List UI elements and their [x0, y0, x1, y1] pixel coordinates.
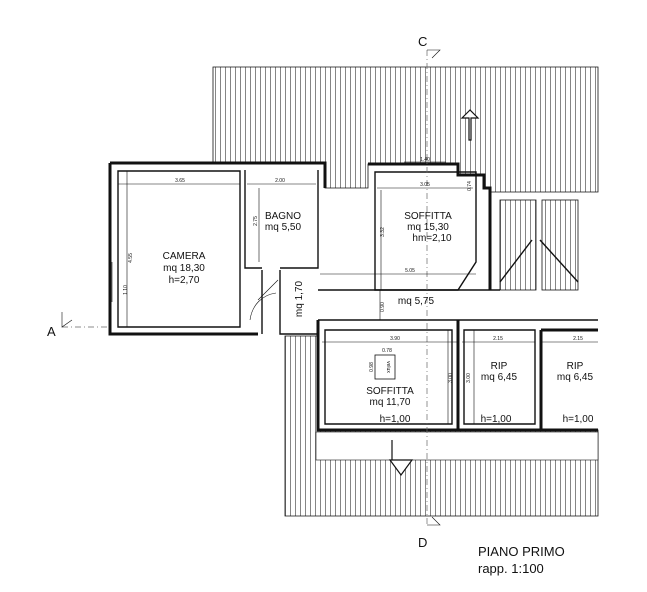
dim-soffitta-top-small: 0.74: [467, 181, 473, 191]
room-corridor-area: mq 5,75: [398, 296, 435, 307]
dim-corridor-w: 5.05: [405, 268, 415, 274]
section-label-d: D: [418, 535, 427, 550]
dim-bagno-h: 2.75: [253, 216, 259, 226]
dim-camera-window: 1.10: [123, 285, 129, 295]
room-rip1-height: h=1,00: [481, 414, 512, 425]
room-camera-area: mq 18,30: [163, 263, 205, 274]
dim-soffitta-bottom-w: 3.90: [390, 336, 400, 342]
room-soffitta-bottom-area: mq 11,70: [370, 397, 411, 408]
room-rip1-name: RIP: [491, 361, 508, 372]
dim-velux-h: 0.98: [369, 362, 375, 372]
dim-camera-h: 4.55: [128, 253, 134, 263]
dim-soffitta-top-w: 3.05: [420, 182, 430, 188]
room-camera-name: CAMERA: [163, 251, 206, 262]
section-label-a: A: [47, 324, 56, 339]
dim-soffitta-top-h: 3.32: [380, 227, 386, 237]
room-soffitta-top-area: mq 15,30: [407, 222, 449, 233]
walls: [108, 161, 598, 432]
room-landing-area: mq 1,70: [294, 280, 305, 317]
room-soffitta-bottom-height: h=1,00: [380, 414, 411, 425]
room-camera-height: h=2,70: [169, 275, 200, 286]
staircase: [499, 199, 579, 291]
dim-rip1-w: 2.15: [493, 336, 503, 342]
room-soffitta-top-height: hm=2,10: [412, 233, 452, 244]
velux-label: velux: [385, 361, 391, 373]
plan-title: PIANO PRIMO: [478, 544, 565, 559]
section-label-c: C: [418, 34, 427, 49]
room-rip2-name: RIP: [567, 361, 584, 372]
room-soffitta-top-name: SOFFITTA: [404, 211, 452, 222]
room-soffitta-bottom-name: SOFFITTA: [366, 386, 414, 397]
roof-hatching: [212, 66, 599, 517]
room-bagno-name: BAGNO: [265, 211, 301, 222]
plan-scale: rapp. 1:100: [478, 561, 544, 576]
room-bagno-area: mq 5,50: [265, 222, 302, 233]
room-rip1-area: mq 6,45: [481, 372, 518, 383]
dimension-lines: [111, 161, 598, 424]
dim-soffitta-top-window: 1.40: [420, 157, 430, 163]
dim-corridor-h: 0.90: [380, 302, 386, 312]
velux-window: velux: [374, 354, 396, 380]
dim-rip2-w: 2.15: [573, 336, 583, 342]
dim-camera-w: 3.65: [175, 178, 185, 184]
dim-soffitta-bottom-h: 3.00: [448, 373, 454, 383]
dim-velux-w: 0.78: [382, 348, 392, 354]
dim-bagno-w: 2.00: [275, 178, 285, 184]
dim-rip1-h: 3.00: [466, 373, 472, 383]
room-rip2-area: mq 6,45: [557, 372, 594, 383]
section-lines: [61, 49, 480, 526]
room-rip2-height: h=1,00: [563, 414, 594, 425]
